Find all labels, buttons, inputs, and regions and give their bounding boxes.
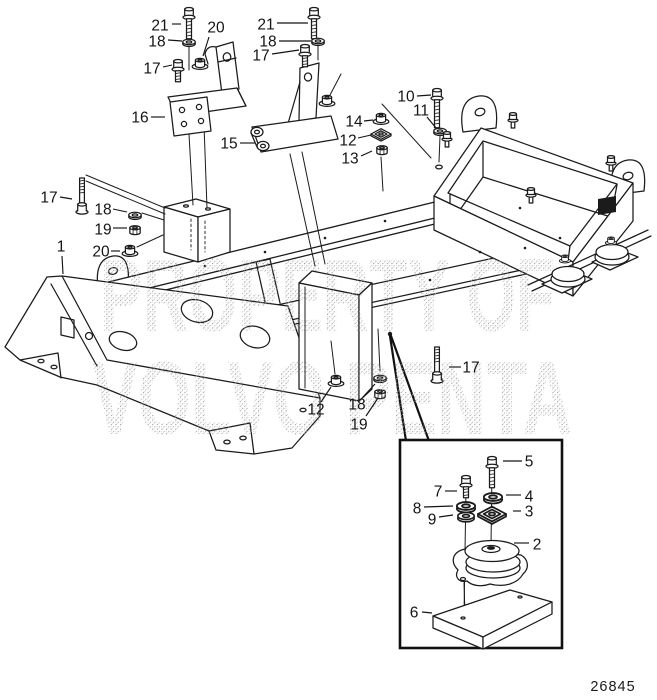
callout-label-main-12-12: 12: [339, 133, 356, 150]
part-9-washer-icon: [456, 511, 476, 523]
callout-leader-inset-6-7: [421, 611, 433, 614]
front-suspension-bracket-part1: [4, 275, 321, 455]
callout-label-main-18-6: 18: [259, 34, 276, 51]
part-18-washer-icon-a: [182, 38, 196, 48]
spacer-block: [85, 96, 231, 263]
engine-bracket-part15: [250, 62, 339, 153]
callout-leader-main-13-13: [360, 150, 373, 157]
watermark-line-1: PROPERTY OF: [100, 238, 555, 354]
callout-label-inset-4-4: 4: [525, 489, 534, 506]
callout-label-main-21-0: 21: [151, 18, 168, 35]
part-18-washer-icon-c: [128, 211, 142, 221]
callout-leader-main-10-9: [416, 94, 432, 97]
callout-label-main-17-14: 17: [40, 190, 57, 207]
callout-leader-main-17-14: [59, 196, 73, 200]
callout-label-main-1-18: 1: [57, 239, 66, 256]
callout-label-main-18-15: 18: [94, 202, 111, 219]
figure-number: 26845: [590, 679, 635, 695]
callout-label-main-11-10: 11: [413, 103, 429, 120]
callout-leader-main-17-7: [271, 49, 300, 55]
cross-member: [255, 258, 281, 307]
callout-label-inset-3-5: 3: [525, 504, 534, 521]
callout-label-main-17-3: 17: [143, 61, 160, 78]
part-19-nut-icon-a: [129, 225, 141, 236]
frame-assembly-art: [4, 41, 652, 455]
callout-leader-main-11-10: [426, 116, 437, 129]
watermark-line-2: VOLVO PENTA: [92, 341, 572, 457]
callout-label-main-18-20: 18: [348, 397, 365, 414]
engine-bracket-part16: [167, 41, 247, 137]
callout-leader-main-12-19: [320, 386, 332, 403]
callout-leader-inset-8-2: [423, 505, 454, 508]
callout-label-main-17-7: 17: [252, 48, 269, 65]
callout-label-inset-8-2: 8: [413, 501, 422, 518]
callout-leader-main-18-1: [167, 39, 183, 42]
part-4-washer-icon: [482, 492, 504, 505]
part-17-bolt-icon-b: [298, 43, 312, 68]
callout-label-inset-6-7: 6: [410, 605, 419, 622]
callout-leader-main-17-3: [162, 64, 173, 68]
callout-leader-main-12-12: [357, 134, 372, 139]
part-21-bolt-icon-left: [182, 6, 196, 40]
callout-label-main-19-21: 19: [350, 417, 367, 434]
callout-label-main-12-19: 12: [307, 402, 324, 419]
callout-leader-main-14-11: [363, 119, 374, 122]
frame-bolt-icon-1: [441, 130, 453, 148]
part-8-washer-icon: [455, 501, 477, 514]
callout-label-main-18-1: 18: [148, 34, 165, 51]
callout-leader-main-18-15: [112, 208, 128, 213]
shim-plate-part6: [432, 589, 553, 650]
part-10-bolt-icon: [430, 87, 444, 129]
callout-label-main-20-2: 20: [207, 20, 225, 37]
part-17-bolt-icon-a: [171, 58, 185, 83]
watermark: PROPERTY OF VOLVO PENTA: [92, 238, 572, 457]
inset-detail-box: [398, 438, 564, 650]
callout-label-inset-7-1: 7: [434, 484, 443, 501]
support-channel: [289, 151, 381, 402]
frame-bolt-icon-2: [507, 111, 519, 129]
part-21-bolt-icon-right: [307, 6, 321, 40]
callout-label-main-17-22: 17: [462, 360, 479, 377]
callout-label-main-10-9: 10: [397, 89, 415, 106]
rubber-mount-installed: [541, 243, 639, 294]
callout-label-main-14-11: 14: [345, 114, 363, 131]
reference-lines: [188, 45, 441, 192]
callout-label-inset-9-3: 9: [428, 512, 437, 529]
part-18-washer-icon-b: [311, 37, 325, 47]
callout-leader-main-1-18: [61, 255, 64, 275]
callout-leader-main-19-21: [365, 397, 379, 417]
part-14-nut-icon: [372, 112, 390, 126]
callout-label-inset-2-6: 2: [533, 537, 542, 554]
callout-label-main-13-13: 13: [341, 151, 358, 168]
callout-leader-main-20-2: [202, 36, 210, 57]
callout-label-main-16-4: 16: [131, 110, 148, 127]
callout-label-main-15-8: 15: [220, 136, 237, 153]
callout-leader-inset-9-3: [438, 514, 454, 518]
zoom-callout-lines: [387, 331, 431, 443]
part-12-plate-icon-top: [370, 128, 392, 142]
callout-label-inset-5-0: 5: [525, 454, 534, 471]
callout-label-main-19-16: 19: [94, 222, 111, 239]
callout-label-main-21-5: 21: [257, 17, 274, 34]
rubber-mount-part2: [452, 539, 528, 615]
part-17-bolt-icon-c: [75, 177, 89, 215]
part-13-nut-icon: [376, 145, 388, 156]
callout-leader-main-18-20: [362, 383, 376, 398]
flange-nut-icon-extra: [318, 94, 336, 108]
part-20-flange-nut-icon-a: [191, 57, 209, 71]
callout-label-main-20-17: 20: [92, 244, 110, 261]
